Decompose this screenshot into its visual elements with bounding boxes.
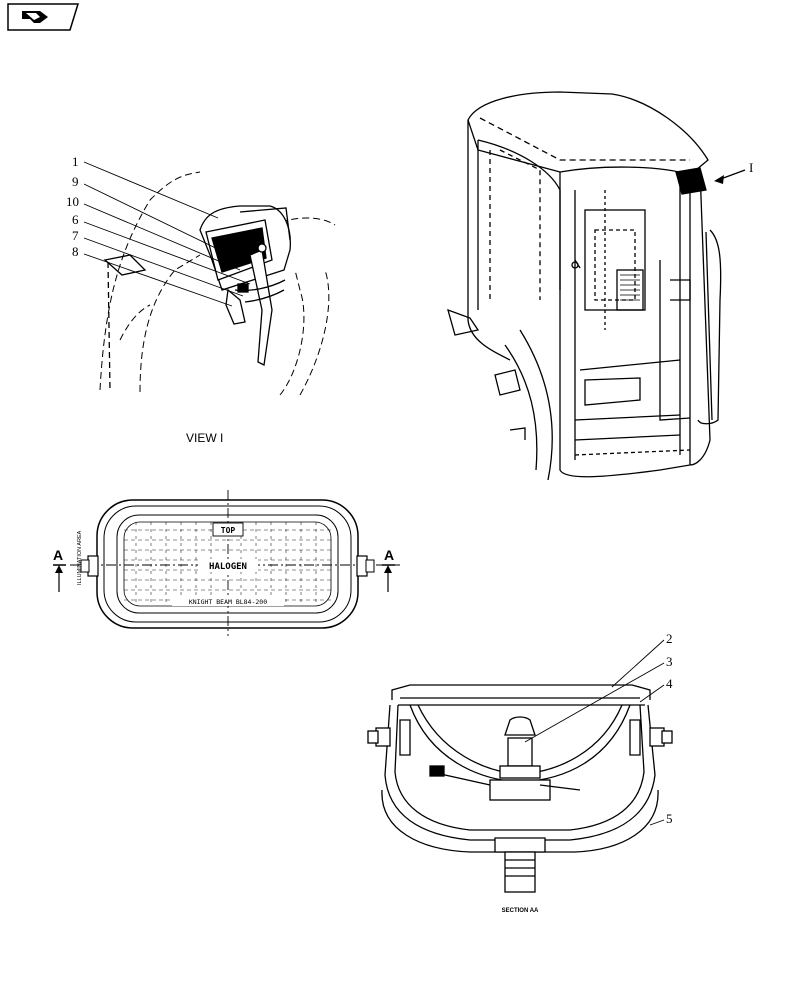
callout-10: 10 bbox=[66, 194, 79, 209]
view-callout-labels: 1 9 10 6 7 8 bbox=[66, 154, 79, 259]
callout-6: 6 bbox=[72, 212, 79, 227]
callout-2: 2 bbox=[666, 631, 673, 646]
lamp-top-text: TOP bbox=[221, 526, 236, 535]
section-marker-a-left: A bbox=[53, 547, 63, 563]
section-leaders bbox=[524, 639, 665, 826]
callout-5: 5 bbox=[666, 811, 673, 826]
callout-8: 8 bbox=[72, 244, 79, 259]
section-marker-left: A bbox=[53, 547, 66, 592]
section-aa-caption: SECTION AA bbox=[502, 908, 539, 914]
lamp-halogen-text: HALOGEN bbox=[209, 562, 247, 572]
callout-7: 7 bbox=[72, 228, 79, 243]
view-label: VIEW I bbox=[186, 431, 223, 445]
lamp-front-view: TOP HALOGEN KNIGHT BEAM BL84-200 ILLUMIN… bbox=[70, 490, 400, 636]
view-i-detail: 1 9 10 6 7 8 VIEW I bbox=[66, 154, 336, 445]
nav-back-button[interactable] bbox=[7, 3, 80, 31]
callout-1: 1 bbox=[72, 154, 79, 169]
lamp-brand-text: KNIGHT BEAM BL84-200 bbox=[189, 598, 267, 606]
view-i-marker: I bbox=[749, 160, 753, 175]
illumination-area-text: ILLUMINATION AREA bbox=[77, 530, 83, 585]
callout-9: 9 bbox=[72, 174, 79, 189]
callout-3: 3 bbox=[666, 654, 673, 669]
section-aa-drawing bbox=[367, 684, 673, 893]
arrow-return-icon bbox=[22, 11, 48, 23]
cab-assembly-drawing bbox=[447, 91, 722, 481]
section-callout-labels: 2 3 4 5 bbox=[666, 631, 673, 826]
view-i-pointer: I bbox=[714, 160, 753, 184]
callout-4: 4 bbox=[666, 676, 673, 691]
section-marker-right: A bbox=[382, 547, 395, 592]
section-marker-a-right: A bbox=[384, 547, 394, 563]
